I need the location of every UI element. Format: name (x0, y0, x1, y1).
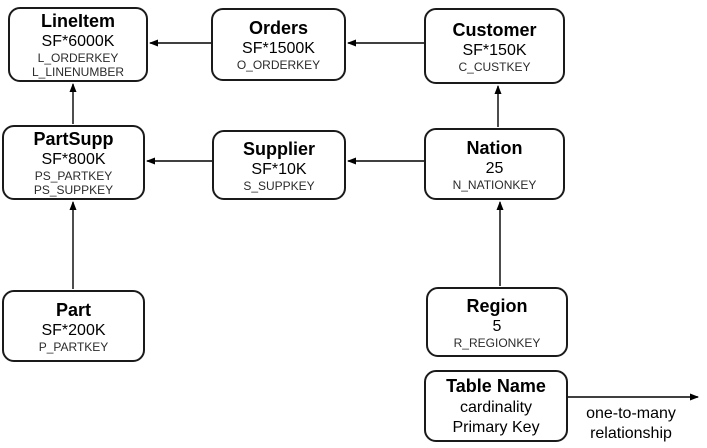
entity-primary-key: N_NATIONKEY (452, 177, 537, 192)
entity-cardinality: 25 (485, 159, 504, 177)
entity-primary-key: S_SUPPKEY (243, 178, 315, 193)
entity-title: PartSupp (33, 129, 114, 149)
entity-supplier: Supplier SF*10K S_SUPPKEY (212, 130, 346, 200)
entity-primary-key: L_LINENUMBER (31, 65, 125, 79)
entity-orders: Orders SF*1500K O_ORDERKEY (211, 8, 346, 81)
entity-cardinality: SF*800K (41, 151, 106, 168)
entity-title: Part (55, 299, 91, 320)
entity-cardinality: SF*150K (462, 41, 527, 59)
entity-lineitem: LineItem SF*6000K L_ORDERKEY L_LINENUMBE… (8, 7, 148, 82)
entity-primary-key: P_PARTKEY (38, 339, 109, 354)
entity-region: Region 5 R_REGIONKEY (426, 287, 568, 357)
entity-title: LineItem (40, 11, 115, 31)
entity-partsupp: PartSupp SF*800K PS_PARTKEY PS_SUPPKEY (2, 125, 145, 200)
entity-primary-key: PS_PARTKEY (34, 169, 113, 183)
legend-arrow-label: one-to-many relationship (568, 404, 694, 444)
entity-title: Supplier (242, 138, 315, 159)
entity-primary-key: C_CUSTKEY (458, 59, 531, 74)
legend-cardinality: cardinality (459, 398, 533, 416)
entity-cardinality: SF*200K (41, 321, 106, 339)
entity-primary-key: PS_SUPPKEY (33, 183, 114, 197)
entity-title: Orders (248, 18, 309, 38)
entity-part: Part SF*200K P_PARTKEY (2, 290, 145, 362)
legend-table-name: Table Name (446, 375, 546, 396)
entity-nation: Nation 25 N_NATIONKEY (424, 128, 565, 200)
entity-title: Nation (466, 137, 523, 158)
legend-box: Table Name cardinality Primary Key (424, 370, 568, 442)
legend-primary-key: Primary Key (452, 418, 540, 436)
entity-cardinality: 5 (492, 317, 502, 335)
entity-primary-key: R_REGIONKEY (453, 335, 541, 350)
entity-title: Region (466, 295, 528, 316)
entity-cardinality: SF*1500K (242, 40, 315, 57)
entity-customer: Customer SF*150K C_CUSTKEY (424, 8, 565, 84)
legend-arrow-label-line1: one-to-many (586, 405, 676, 422)
entity-title: Customer (452, 19, 537, 40)
entity-primary-key: O_ORDERKEY (236, 58, 321, 72)
entity-cardinality: SF*6000K (41, 33, 115, 50)
entity-primary-key: L_ORDERKEY (37, 51, 119, 65)
entity-cardinality: SF*10K (251, 160, 307, 178)
legend-arrow-label-line2: relationship (590, 425, 672, 442)
